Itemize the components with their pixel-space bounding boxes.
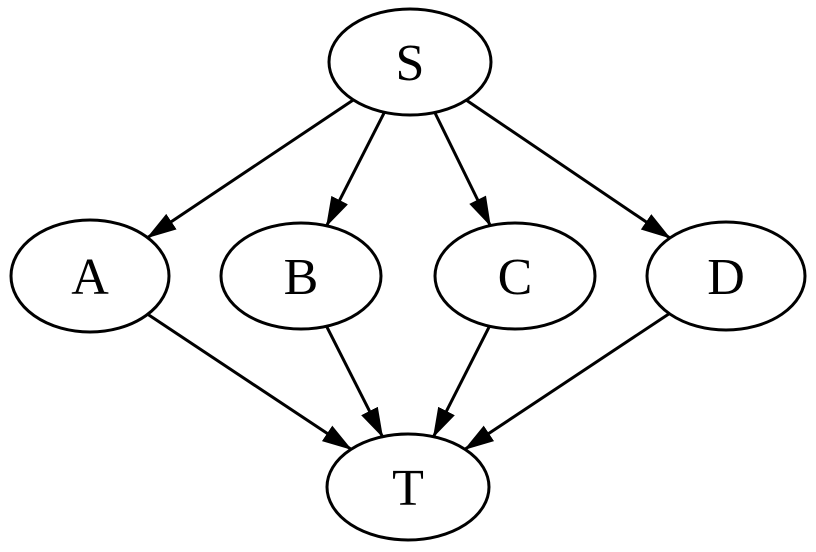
node-label-D: D: [707, 249, 745, 306]
edge-A-T: [146, 313, 353, 451]
node-S: S: [327, 7, 493, 117]
edge-D-T: [463, 312, 671, 451]
node-ellipse-A: [9, 218, 171, 334]
node-B: B: [219, 221, 383, 331]
edge-C-T: [432, 325, 491, 438]
node-ellipse-C: [433, 221, 597, 331]
node-label-T: T: [392, 460, 424, 517]
node-ellipse-D: [645, 220, 807, 332]
nodes-layer: S A B C D T: [9, 7, 807, 542]
edge-S-A: [146, 98, 355, 239]
node-D: D: [645, 220, 807, 332]
edges-layer: [146, 98, 671, 451]
node-label-C: C: [498, 249, 533, 306]
node-A: A: [9, 218, 171, 334]
edge-B-T: [325, 325, 384, 438]
edge-S-B: [325, 111, 386, 227]
node-C: C: [433, 221, 597, 331]
node-label-S: S: [396, 35, 425, 92]
edge-S-D: [465, 98, 671, 240]
node-ellipse-T: [325, 432, 491, 542]
node-ellipse-S: [327, 7, 493, 117]
node-label-B: B: [284, 249, 319, 306]
node-ellipse-B: [219, 221, 383, 331]
node-T: T: [325, 432, 491, 542]
node-label-A: A: [71, 249, 109, 306]
edge-S-C: [433, 111, 492, 227]
